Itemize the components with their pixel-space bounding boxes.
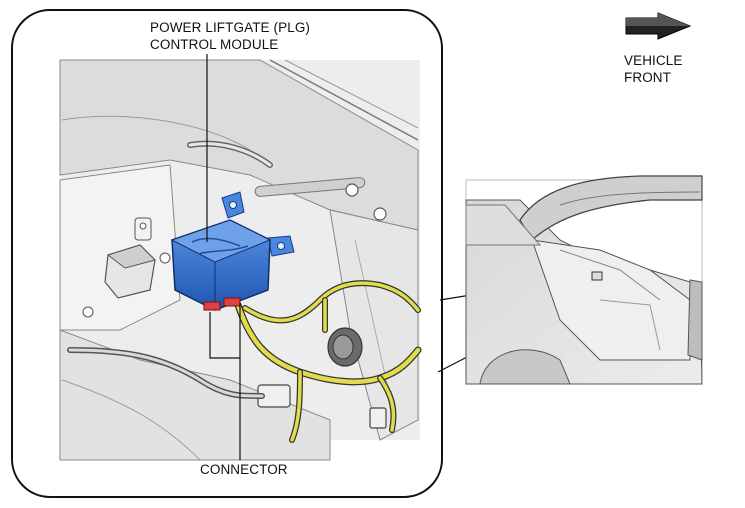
plg-control-module [170,191,295,311]
module-location-marker [591,271,603,281]
overview-image [465,175,703,385]
red-connector-1 [203,301,221,311]
relay-box [104,217,156,299]
detail-panel [11,9,443,498]
red-connector-2 [223,297,241,307]
wiring-harness [234,280,422,443]
leader-lines [206,54,241,460]
connector-callout: CONNECTOR [200,462,288,477]
vehicle-front-line1: VEHICLE [624,53,683,68]
vehicle-front-arrow-icon [625,12,692,40]
module-callout: POWER LIFTGATE (PLG) CONTROL MODULE [150,19,310,53]
grommet [327,327,363,367]
module-callout-line2: CONTROL MODULE [150,37,279,52]
vehicle-front-line2: FRONT [624,70,671,85]
module-callout-line1: POWER LIFTGATE (PLG) [150,20,311,35]
connector-bracket-line [209,312,240,359]
vehicle-front-label: VEHICLE FRONT [624,52,682,86]
detail-frame [11,9,443,498]
